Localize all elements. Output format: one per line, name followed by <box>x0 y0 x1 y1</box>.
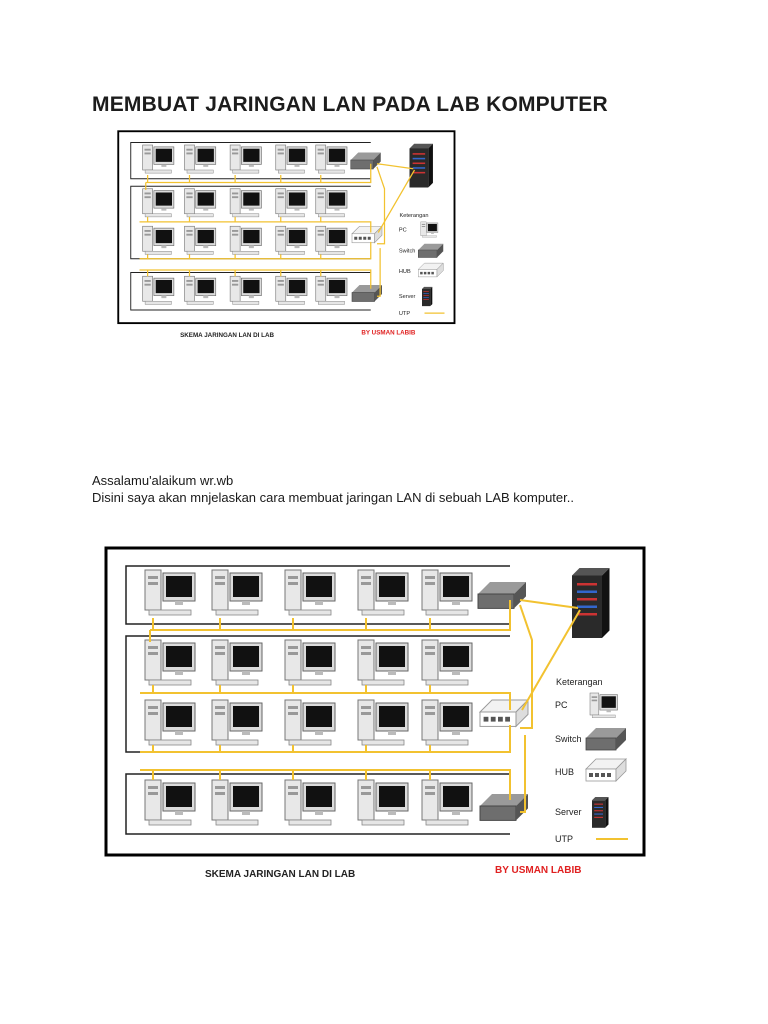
legend-label: UTP <box>399 311 410 317</box>
server-icon <box>422 286 433 307</box>
diagram-caption: SKEMA JARINGAN LAN DI LAB <box>205 869 355 880</box>
pc-icon <box>144 699 196 746</box>
legend-label: PC <box>399 227 407 233</box>
pc-icon <box>142 144 175 174</box>
pc-icon <box>144 569 196 616</box>
pc-icon <box>229 144 262 174</box>
diagram-caption: SKEMA JARINGAN LAN DI LAB <box>180 332 274 339</box>
cable-row-4 <box>139 269 372 289</box>
hub-icon <box>478 698 530 728</box>
legend-label: Server <box>399 294 416 300</box>
cable-hub-switch <box>377 248 381 297</box>
pc-icon <box>184 144 217 174</box>
hub-icon <box>585 758 627 782</box>
legend-label: Switch <box>555 734 582 744</box>
pc-icon <box>184 225 217 255</box>
server-icon <box>572 568 610 638</box>
legend-label: Switch <box>399 249 416 255</box>
legend-label: Server <box>555 807 582 817</box>
legend-title: Keterangan <box>556 677 603 687</box>
pc-icon <box>357 779 409 826</box>
legend-label: HUB <box>555 767 574 777</box>
pc-icon <box>211 779 263 826</box>
pc-icon <box>144 779 196 826</box>
pc-icon <box>144 639 196 686</box>
greeting-text: Assalamu'alaikum wr.wb <box>92 473 234 488</box>
pc-icon <box>184 275 217 305</box>
row-bracket-3 <box>125 773 510 835</box>
pc-icon <box>275 144 308 174</box>
cable-row-1 <box>145 163 372 184</box>
cable-row-2 <box>140 692 511 710</box>
switch-icon <box>351 285 382 302</box>
legend-title: Keterangan <box>400 213 429 219</box>
cable-hub-switch <box>520 735 526 813</box>
server-icon <box>409 143 433 188</box>
pc-icon <box>284 699 336 746</box>
switch-icon <box>350 152 381 170</box>
hub-icon <box>417 262 444 278</box>
pc-icon <box>275 188 308 218</box>
pc-icon <box>421 699 473 746</box>
pc-icon <box>420 221 439 238</box>
cable-row-2 <box>139 221 372 233</box>
pc-icon <box>211 569 263 616</box>
diagram-author: BY USMAN LABIB <box>361 329 416 336</box>
cable-row-1 <box>150 600 511 631</box>
pc-icon <box>142 225 175 255</box>
pc-icon <box>275 225 308 255</box>
diagram-author: BY USMAN LABIB <box>495 865 581 876</box>
pc-icon <box>357 569 409 616</box>
legend-label: PC <box>555 700 568 710</box>
pc-icon <box>357 639 409 686</box>
pc-icon <box>315 188 348 218</box>
pc-icon <box>275 275 308 305</box>
pc-icon <box>315 225 348 255</box>
pc-icon <box>211 639 263 686</box>
pc-icon <box>357 699 409 746</box>
row-bracket-1 <box>125 565 510 625</box>
switch-icon <box>418 243 444 258</box>
pc-icon <box>315 275 348 305</box>
pc-icon <box>421 639 473 686</box>
pc-icon <box>421 569 473 616</box>
switch-icon <box>477 582 526 609</box>
pc-icon <box>284 779 336 826</box>
pc-icon <box>589 692 618 718</box>
pc-icon <box>229 225 262 255</box>
cable-row-3 <box>139 241 372 260</box>
pc-icon <box>211 699 263 746</box>
legend-label: UTP <box>555 834 573 844</box>
diagram-frame <box>117 130 456 325</box>
page-title: MEMBUAT JARINGAN LAN PADA LAB KOMPUTER <box>92 93 608 116</box>
pc-icon <box>284 569 336 616</box>
cable-server <box>519 599 579 609</box>
server-icon <box>592 797 609 828</box>
cable-row-3 <box>140 725 511 753</box>
pc-icon <box>315 144 348 174</box>
switch-icon <box>585 728 626 751</box>
pc-icon <box>184 188 217 218</box>
diagram-frame <box>104 546 646 857</box>
pc-icon <box>229 188 262 218</box>
pc-icon <box>142 188 175 218</box>
row-bracket-3 <box>130 272 371 311</box>
legend-label: HUB <box>399 269 411 275</box>
cable-row-4 <box>140 769 511 800</box>
cable-server <box>376 163 414 170</box>
cable-switch-hub <box>376 166 386 245</box>
pc-icon <box>284 639 336 686</box>
row-bracket-1 <box>130 142 371 180</box>
cable-switch-hub <box>519 604 533 729</box>
intro-text: Disini saya akan mnjelaskan cara membuat… <box>92 490 574 505</box>
pc-icon <box>421 779 473 826</box>
